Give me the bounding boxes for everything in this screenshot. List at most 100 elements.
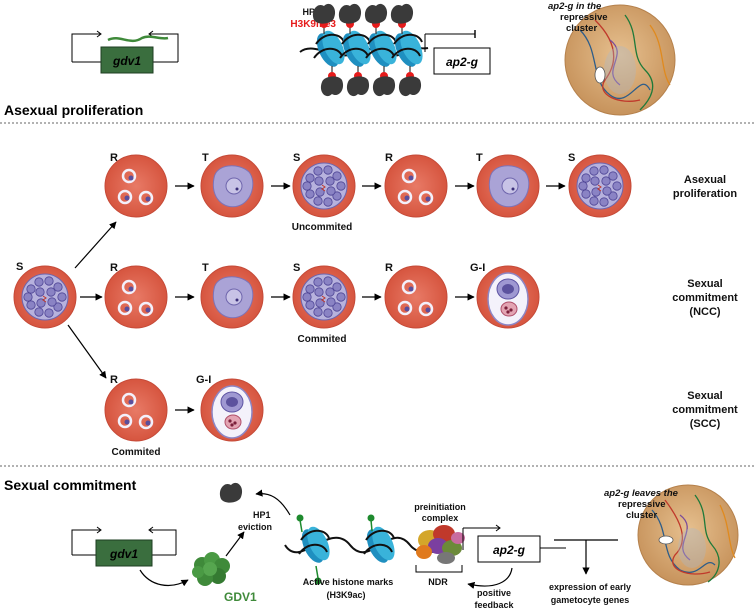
stage-start-label: S: [16, 261, 23, 273]
feedback-label-1: positive: [477, 588, 511, 598]
hp1-icon: [312, 3, 336, 24]
ap2g-gene-bottom: ap2-g: [462, 524, 566, 563]
cell-start-schizont: [13, 265, 77, 329]
row2-cell-ring-1: [103, 264, 169, 330]
row1-cell-trophozoite-1: [200, 154, 264, 218]
nucleus-note-top-1: ap2-g in the: [548, 1, 602, 12]
row-asexual: R T S Uncommited R T S Asexual prolifera…: [103, 152, 737, 233]
row1-label-2: proliferation: [673, 188, 737, 200]
row1-cell-schizont-1: [292, 154, 356, 218]
h3k9ac-mark-1: [296, 514, 304, 522]
top-panel: gdv1 HP1 H3K9me3 ap2-g ap2-g in the: [71, 1, 676, 116]
row2-cell-schizont: [292, 265, 356, 329]
row1-stage-1: R: [110, 152, 118, 164]
nucleus-top: ap2-g in the repressive cluster: [548, 1, 676, 116]
row3-stage-2: G-I: [196, 374, 211, 386]
hp1-label: HP1: [302, 7, 320, 17]
arrow-protein-to-eviction: [225, 531, 245, 557]
row2-stage-5: G-I: [470, 262, 485, 274]
caption-committed-row3: Commited: [112, 447, 161, 458]
ndr-label: NDR: [428, 577, 448, 587]
heterochromatin: HP1 H3K9me3: [290, 3, 429, 97]
caption-uncommitted: Uncommited: [292, 222, 353, 233]
row3-stage-1: R: [110, 374, 118, 386]
row2-label-2: commitment: [672, 292, 738, 304]
active-marks-label-1: Active histone marks: [303, 577, 394, 587]
row1-cell-ring-2: [383, 153, 449, 219]
arrow-gdv1-to-protein: [139, 569, 189, 587]
expression-label-2: gametocyte genes: [551, 595, 630, 605]
row1-label-1: Asexual: [684, 174, 726, 186]
nucleosome-active-2: [361, 522, 401, 568]
row1-stage-2: T: [202, 152, 209, 164]
hp1-icon: [390, 3, 414, 24]
hp1-icon: [346, 76, 370, 97]
row3-label-1: Sexual: [687, 390, 722, 402]
ap2g-gene-top: ap2-g: [424, 30, 491, 75]
h3k9ac-mark-2: [367, 514, 375, 522]
active-marks-label-2: (H3K9ac): [326, 590, 365, 600]
row-ncc: R T S Commited R G-I Sexual commitment (…: [103, 262, 738, 345]
row1-cell-trophozoite-2: [476, 154, 540, 218]
gdv1-label-bottom: gdv1: [109, 547, 138, 561]
ap2g-label-bottom: ap2-g: [493, 543, 526, 557]
h3k9ac-mark-3: [314, 577, 322, 585]
nucleosome-active-1: [296, 522, 336, 568]
preinit-label-2: complex: [422, 513, 459, 523]
gdv1-protein: GDV1: [192, 552, 257, 604]
ap2g-label-top: ap2-g: [446, 55, 479, 69]
row2-cell-ring-2: [383, 264, 449, 330]
section-title-asexual: Asexual proliferation: [4, 102, 143, 118]
row2-stage-3: S: [293, 262, 300, 274]
gdv1-label-top: gdv1: [112, 54, 141, 68]
row3-label-2: commitment: [672, 404, 738, 416]
row1-stage-5: T: [476, 152, 483, 164]
row3-cell-ring: [103, 377, 169, 443]
row2-stage-2: T: [202, 262, 209, 274]
row2-cell-trophozoite: [200, 265, 264, 329]
arrow-positive-feedback: [467, 567, 513, 589]
nucleus-note-bottom-3: cluster: [626, 510, 657, 521]
preinitiation-complex: preinitiation complex: [414, 502, 466, 564]
expression-label-1: expression of early: [549, 582, 631, 592]
row2-cell-gametocyte: [476, 265, 540, 329]
cell-cycle-diagram: S R T S Uncommited R T S Asexual: [13, 152, 738, 458]
gdv1-gene-top: gdv1: [71, 30, 179, 74]
bottom-panel: gdv1 GDV1 HP1 eviction Active histone ma…: [71, 482, 739, 610]
row1-stage-6: S: [568, 152, 575, 164]
row3-cell-gametocyte: [200, 378, 264, 442]
hp1-icon: [364, 3, 388, 24]
nucleus-note-top-3: cluster: [566, 23, 597, 34]
nucleus-note-bottom-1: ap2-g leaves the: [604, 488, 679, 499]
arrow-to-row3: [67, 324, 107, 379]
hp1-icon: [338, 3, 362, 24]
arrow-to-row1: [74, 221, 117, 269]
row2-label-1: Sexual: [687, 278, 722, 290]
row3-label-3: (SCC): [690, 418, 721, 430]
hp1-icon: [320, 76, 344, 97]
hp1-evicted-icon: [219, 482, 243, 503]
gdv1-gene-bottom: gdv1: [71, 526, 177, 567]
feedback-label-2: feedback: [474, 600, 514, 610]
section-title-sexual: Sexual commitment: [4, 477, 137, 493]
hp1-eviction-label-2: eviction: [238, 522, 272, 532]
row1-stage-4: R: [385, 152, 393, 164]
hp1-icon: [398, 76, 422, 97]
hp1-icon: [372, 76, 396, 97]
row2-label-3: (NCC): [689, 306, 720, 318]
arrow-hp1-eviction: [255, 489, 291, 516]
nucleus-bottom: ap2-g leaves the repressive cluster: [604, 484, 739, 586]
nucleus-note-bottom-2: repressive: [618, 499, 666, 510]
row2-stage-1: R: [110, 262, 118, 274]
hp1-eviction-label-1: HP1: [253, 510, 271, 520]
row1-cell-schizont-2: [568, 154, 632, 218]
nucleus-note-top-2: repressive: [560, 12, 608, 23]
gdv1-protein-label: GDV1: [224, 590, 257, 604]
row1-stage-3: S: [293, 152, 300, 164]
preinit-label-1: preinitiation: [414, 502, 466, 512]
row-scc: R Commited G-I Sexual commitment (SCC): [103, 374, 738, 458]
row2-stage-4: R: [385, 262, 393, 274]
caption-committed-row2: Commited: [298, 334, 347, 345]
row1-cell-ring-1: [103, 153, 169, 219]
